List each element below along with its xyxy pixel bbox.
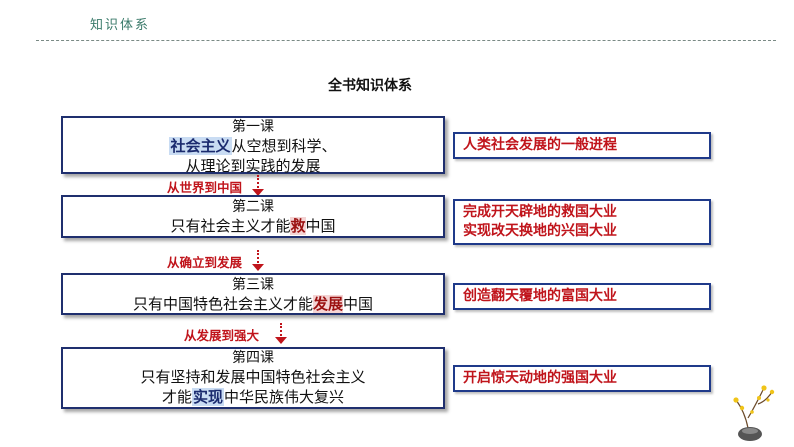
lesson-box-2: 第二课 只有社会主义才能救中国	[61, 195, 445, 238]
lesson-text: 中华民族伟大复兴	[224, 388, 345, 406]
lesson-box-4: 第四课 只有坚持和发展中国特色社会主义 才能实现中华民族伟大复兴	[61, 347, 445, 409]
lesson-line: 社会主义从空想到科学、	[63, 136, 443, 156]
significance-tag-4: 开启惊天动地的强国大业	[453, 365, 711, 392]
arrow-down-icon	[252, 264, 264, 271]
connector-label: 从发展到强大	[184, 328, 260, 343]
significance-tag-1: 人类社会发展的一般进程	[453, 132, 711, 159]
lesson-text: 只有社会主义才能	[170, 217, 291, 235]
significance-tag-3: 创造翻天覆地的富国大业	[453, 283, 711, 310]
significance-tag-2: 完成开天辟地的救国大业 实现改天换地的兴国大业	[453, 199, 711, 245]
header-title: 知识体系	[90, 18, 151, 33]
connector-line	[280, 323, 282, 343]
tag-line: 创造翻天覆地的富国大业	[463, 288, 617, 304]
tag-line: 人类社会发展的一般进程	[463, 137, 617, 153]
lesson-line: 从理论到实践的发展	[185, 157, 321, 175]
lesson-keyword: 实现	[191, 388, 224, 406]
lesson-keyword: 社会主义	[169, 137, 232, 155]
header-divider	[36, 40, 776, 41]
lesson-title: 第四课	[232, 350, 274, 366]
lesson-line: 只有中国特色社会主义才能发展中国	[63, 294, 443, 314]
lesson-text: 只有中国特色社会主义才能	[132, 295, 313, 313]
lesson-title: 第一课	[232, 119, 274, 135]
lesson-title: 第二课	[232, 199, 274, 215]
lesson-box-3: 第三课 只有中国特色社会主义才能发展中国	[61, 273, 445, 315]
tag-line: 完成开天辟地的救国大业	[463, 204, 617, 220]
lesson-text: 中国	[343, 295, 374, 313]
plum-blossom-vase-icon	[733, 385, 775, 441]
lesson-title: 第三课	[232, 277, 274, 293]
lesson-box-1: 第一课 社会主义从空想到科学、 从理论到实践的发展	[61, 116, 445, 175]
lesson-line: 才能实现中华民族伟大复兴	[63, 387, 443, 407]
lesson-keyword: 救	[290, 217, 306, 235]
connector-label: 从世界到中国	[167, 180, 243, 195]
connector-line	[257, 250, 259, 270]
lesson-text: 才能	[161, 388, 192, 406]
lesson-line: 只有坚持和发展中国特色社会主义	[140, 368, 366, 386]
lesson-keyword: 发展	[312, 295, 343, 313]
tag-line: 实现改天换地的兴国大业	[463, 223, 617, 239]
arrow-down-icon	[252, 189, 264, 196]
arrow-down-icon	[275, 337, 287, 344]
lesson-text: 中国	[305, 217, 336, 235]
diagram-title: 全书知识体系	[328, 78, 412, 94]
lesson-text: 从空想到科学、	[231, 137, 337, 155]
connector-line	[257, 175, 259, 195]
connector-label: 从确立到发展	[167, 255, 243, 270]
lesson-line: 只有社会主义才能救中国	[63, 216, 443, 236]
tag-line: 开启惊天动地的强国大业	[463, 370, 617, 386]
